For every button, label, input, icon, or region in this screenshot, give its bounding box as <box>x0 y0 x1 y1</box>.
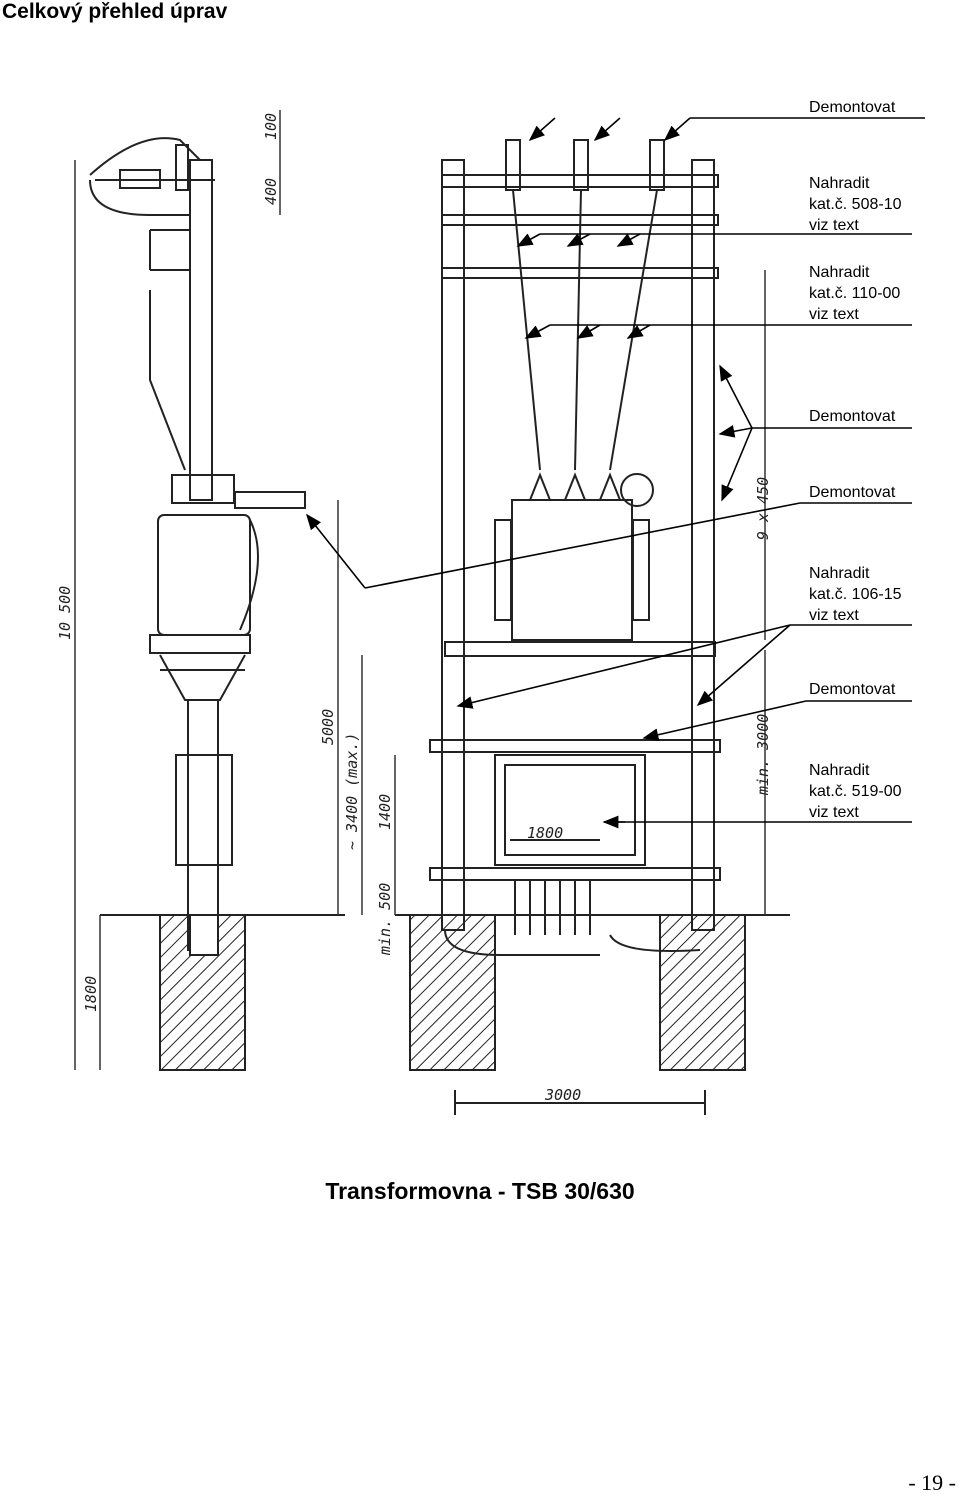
page-number: - 19 - <box>908 1470 956 1495</box>
dim-100: 100 <box>262 113 280 140</box>
drawing-caption: Transformovna - TSB 30/630 <box>325 1178 635 1204</box>
note-nahradit-110-00: Nahradit kat.č. 110-00 viz text <box>809 264 901 323</box>
callout-lines <box>306 117 925 829</box>
dim-3400: ~ 3400 (max.) <box>343 733 361 850</box>
note-nahradit-106-15: Nahradit kat.č. 106-15 viz text <box>809 565 902 624</box>
dimension-lines <box>74 110 766 1070</box>
note-demontovat-1: Demontovat <box>809 99 896 116</box>
dimension-labels: 100 400 10 500 5000 ~ 3400 (max.) 1400 m… <box>56 113 772 1104</box>
dim-500: min. 500 <box>376 883 394 956</box>
page-title: Celkový přehled úprav <box>2 0 228 23</box>
dim-1400: 1400 <box>376 794 394 830</box>
note-demontovat-2: Demontovat <box>809 408 896 425</box>
left-structure <box>89 137 345 1071</box>
dim-9x450: 9 x 450 <box>754 477 772 540</box>
dim-3000-horizontal: 3000 <box>544 1086 581 1104</box>
dim-1800-horizontal: 1800 <box>527 824 563 842</box>
dim-min-3000: min. 3000 <box>754 714 772 796</box>
dim-5000: 5000 <box>319 709 337 745</box>
note-nahradit-519-00: Nahradit kat.č. 519-00 viz text <box>809 762 902 821</box>
right-structure <box>395 139 790 1115</box>
dim-10500: 10 500 <box>56 586 74 640</box>
dim-1800-vertical: 1800 <box>82 976 100 1012</box>
note-demontovat-3: Demontovat <box>809 484 896 501</box>
note-nahradit-508-10: Nahradit kat.č. 508-10 viz text <box>809 175 902 234</box>
dim-400: 400 <box>262 178 280 205</box>
technical-drawing: 100 400 10 500 5000 ~ 3400 (max.) 1400 m… <box>56 110 925 1115</box>
note-demontovat-4: Demontovat <box>809 681 896 698</box>
